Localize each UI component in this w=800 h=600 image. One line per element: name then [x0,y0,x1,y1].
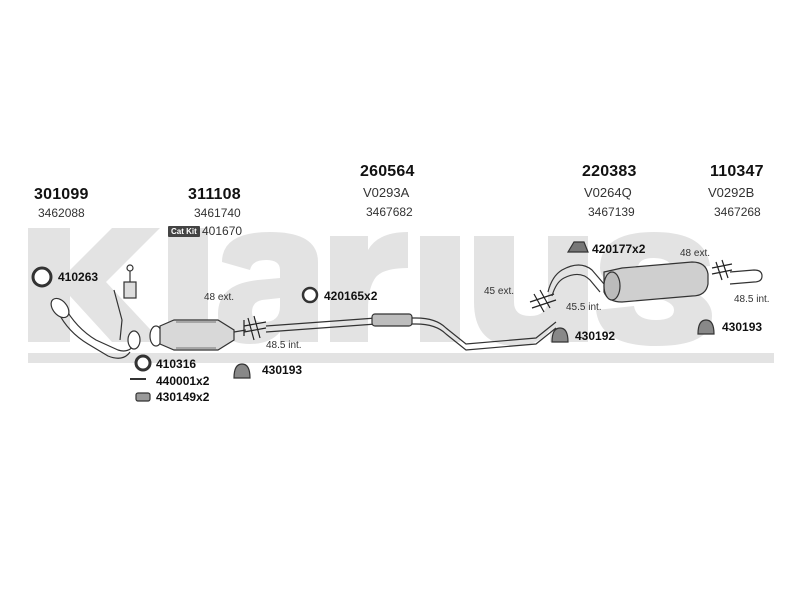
accessory-430192: 430192 [575,329,616,343]
part-number-220383: 220383 [582,163,637,180]
accessory-430149x2: 430149x2 [156,390,210,404]
accessory-430193-right: 430193 [722,320,763,334]
ring-gasket-icon [31,266,53,288]
dim-48-5-int-left: 48.5 int. [266,340,302,351]
bracket-icon [566,241,589,253]
part-number-311108: 311108 [188,186,241,203]
accessory-420177x2: 420177x2 [592,242,646,256]
dim-48-ext-left: 48 ext. [204,292,235,303]
part-sub-110347: V0292B [708,185,755,200]
dim-45-ext: 45 ext. [484,286,515,297]
part-ref-311108: 3461740 [194,206,241,220]
accessory-410263: 410263 [58,270,99,284]
mount-icon-2 [551,327,569,343]
catalytic-converter [159,319,235,351]
cat-kit-badge: Cat Kit [168,226,200,237]
front-pipe [57,311,131,359]
dim-45-5-int: 45.5 int. [566,302,602,313]
part-ref-220383: 3467139 [588,205,635,219]
ring-icon [301,286,319,304]
accessory-420165x2: 420165x2 [324,289,378,303]
accessory-440001x2: 440001x2 [156,374,210,388]
part-ref-301099: 3462088 [38,206,85,220]
part-number-110347: 110347 [710,163,764,180]
accessory-410316: 410316 [156,357,197,371]
watermark-underline [28,353,774,363]
mount-icon-3 [697,319,715,335]
center-silencer [371,313,413,327]
part-ref-260564: 3467682 [366,205,413,219]
part-sub-220383: V0264Q [584,185,632,200]
part-number-301099: 301099 [34,186,89,203]
lambda-sensor [123,281,137,299]
cat-kit-ref: 401670 [202,224,243,238]
accessory-430193-left: 430193 [262,363,303,377]
mount-icon-1 [233,363,251,379]
part-ref-110347: 3467268 [714,205,761,219]
part-number-260564: 260564 [360,163,415,180]
ring-gasket-small-icon [134,354,152,372]
rubber-mount-icon [135,392,151,402]
part-sub-260564: V0293A [363,185,410,200]
dim-48-ext-right: 48 ext. [680,248,711,259]
dim-48-5-int-right: 48.5 int. [734,294,770,305]
